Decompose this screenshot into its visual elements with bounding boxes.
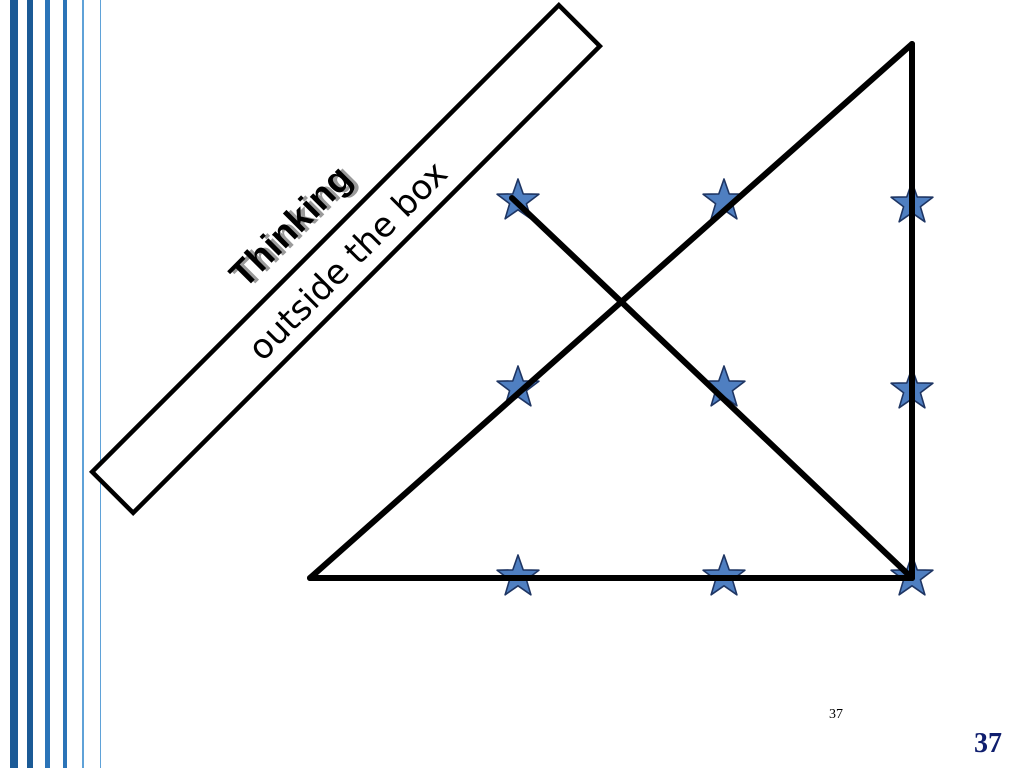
page-number-large: 37: [974, 728, 1002, 759]
stripe-6: [100, 0, 101, 768]
stripe-1: [10, 0, 18, 768]
line-diagonal-up: [307, 41, 915, 581]
decorative-stripes: [10, 0, 101, 768]
stripe-5: [82, 0, 84, 768]
solution-lines: [307, 41, 915, 581]
banner-box: [88, 1, 604, 517]
line-diagonal-down: [509, 195, 915, 581]
stripe-4: [63, 0, 67, 768]
stripe-2: [27, 0, 33, 768]
page-number-small: 37: [829, 707, 843, 722]
stripe-3: [45, 0, 50, 768]
